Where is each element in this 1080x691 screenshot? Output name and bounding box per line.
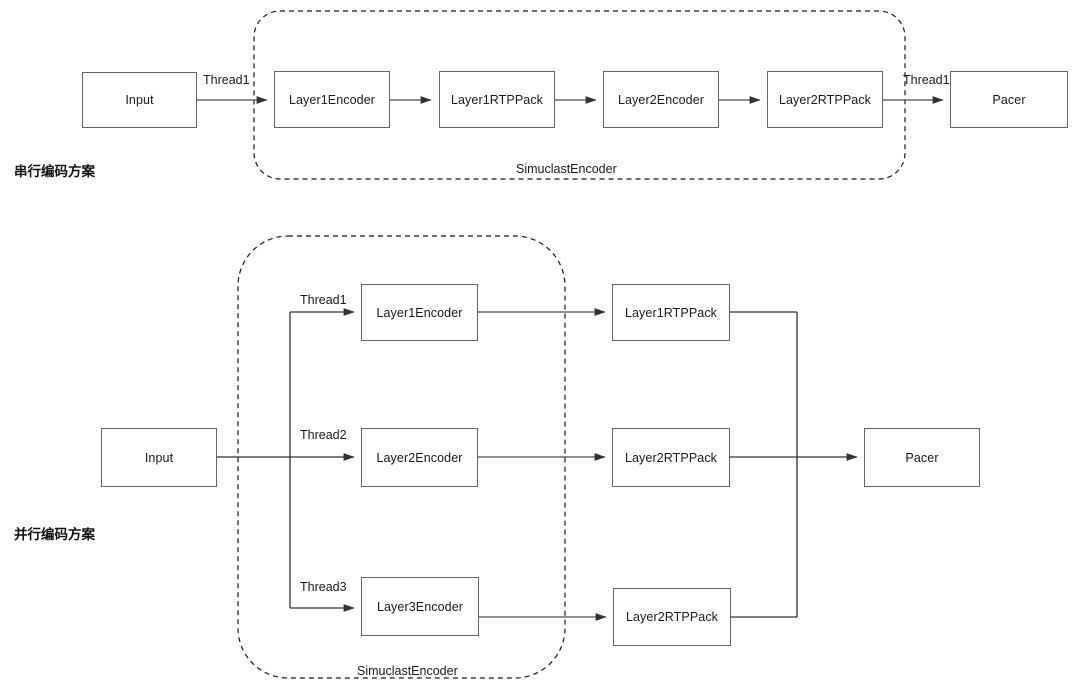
serial-node-input-label: Input bbox=[125, 93, 154, 107]
serial-edge-label-thread1-input: Thread1 bbox=[203, 73, 250, 87]
parallel-fanout-connectors bbox=[217, 308, 355, 612]
parallel-node-layer3-rtppack[interactable]: Layer2RTPPack bbox=[613, 588, 731, 646]
serial-node-pacer[interactable]: Pacer bbox=[950, 71, 1068, 128]
parallel-node-input[interactable]: Input bbox=[101, 428, 217, 487]
parallel-edge-label-thread3: Thread3 bbox=[300, 580, 347, 594]
parallel-node-input-label: Input bbox=[144, 450, 174, 465]
parallel-encoder-to-pack-connectors bbox=[478, 308, 607, 621]
parallel-edge-label-thread1: Thread1 bbox=[300, 293, 347, 307]
serial-node-layer2-rtppack-label: Layer2RTPPack bbox=[778, 92, 872, 107]
serial-node-layer2-encoder-label: Layer2Encoder bbox=[617, 92, 705, 107]
serial-node-input[interactable]: Input bbox=[82, 72, 197, 128]
serial-group-container bbox=[253, 10, 906, 180]
serial-edge-label-thread1-pacer: Thread1 bbox=[903, 73, 950, 87]
serial-node-layer1-rtppack[interactable]: Layer1RTPPack bbox=[439, 71, 555, 128]
serial-node-layer1-rtppack-label: Layer1RTPPack bbox=[450, 92, 544, 107]
parallel-node-layer2-rtppack[interactable]: Layer2RTPPack bbox=[612, 428, 730, 487]
parallel-node-pacer[interactable]: Pacer bbox=[864, 428, 980, 487]
serial-node-layer2-encoder[interactable]: Layer2Encoder bbox=[603, 71, 719, 128]
parallel-node-layer3-encoder-label: Layer3Encoder bbox=[376, 599, 464, 614]
serial-node-layer1-encoder[interactable]: Layer1Encoder bbox=[274, 71, 390, 128]
parallel-merge-connectors bbox=[730, 311, 858, 618]
parallel-group-container bbox=[237, 235, 566, 679]
parallel-node-layer1-encoder[interactable]: Layer1Encoder bbox=[361, 284, 478, 341]
parallel-node-layer2-encoder-label: Layer2Encoder bbox=[376, 450, 463, 465]
parallel-group-label: SimuclastEncoder bbox=[357, 664, 458, 678]
parallel-node-layer1-encoder-label: Layer1Encoder bbox=[376, 305, 463, 320]
serial-node-layer1-encoder-label: Layer1Encoder bbox=[288, 92, 376, 107]
parallel-node-layer3-rtppack-label: Layer2RTPPack bbox=[625, 610, 719, 624]
parallel-edge-label-thread2: Thread2 bbox=[300, 428, 347, 442]
parallel-node-layer1-rtppack[interactable]: Layer1RTPPack bbox=[612, 284, 730, 341]
serial-node-pacer-label: Pacer bbox=[992, 92, 1026, 107]
parallel-node-layer3-encoder[interactable]: Layer3Encoder bbox=[361, 577, 479, 636]
serial-group-label: SimuclastEncoder bbox=[516, 162, 617, 176]
parallel-node-pacer-label: Pacer bbox=[905, 450, 939, 465]
parallel-scheme-title: 并行编码方案 bbox=[14, 527, 95, 542]
parallel-node-layer1-rtppack-label: Layer1RTPPack bbox=[624, 305, 718, 320]
parallel-node-layer2-rtppack-label: Layer2RTPPack bbox=[624, 450, 718, 465]
serial-node-layer2-rtppack[interactable]: Layer2RTPPack bbox=[767, 71, 883, 128]
parallel-node-layer2-encoder[interactable]: Layer2Encoder bbox=[361, 428, 478, 487]
serial-scheme-title: 串行编码方案 bbox=[14, 164, 95, 179]
